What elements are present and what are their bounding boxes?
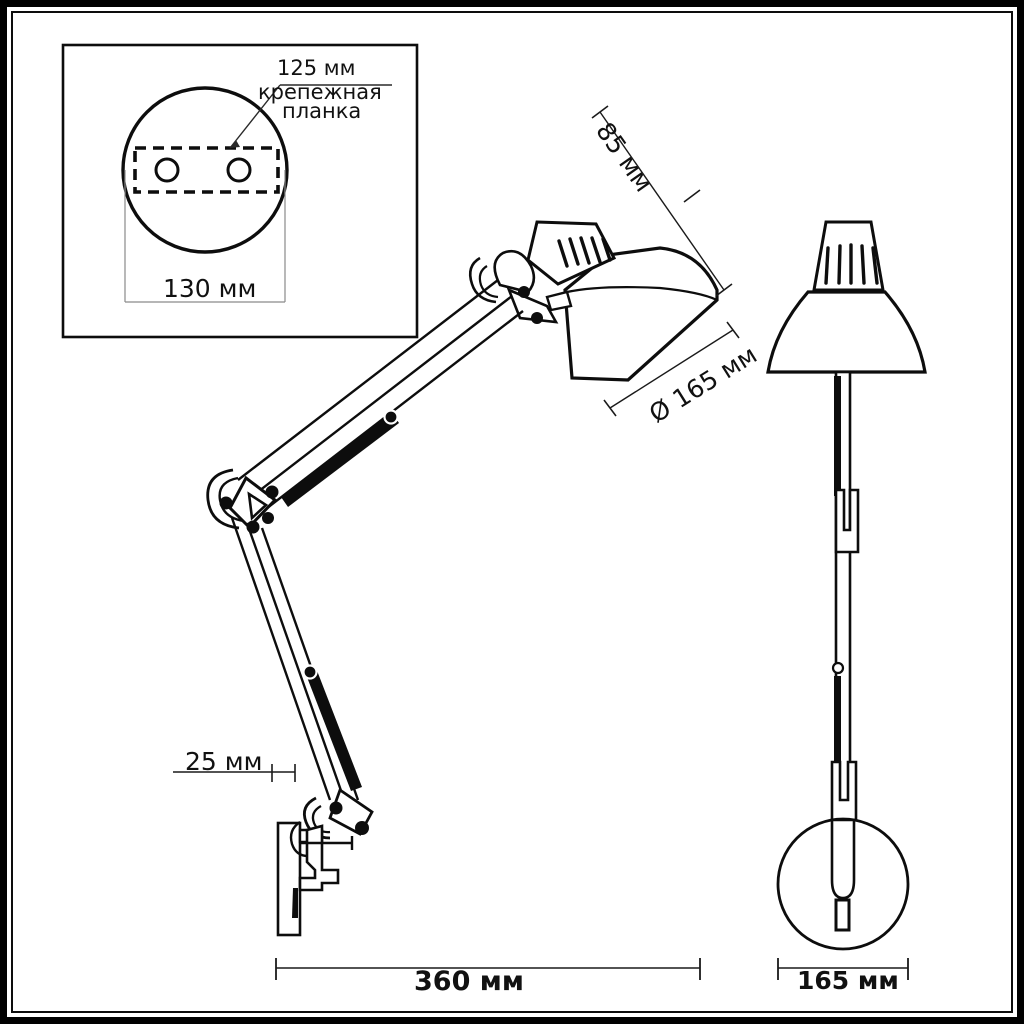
lamp-shade-body (563, 246, 719, 382)
elbow-bracket-cutout (247, 491, 269, 521)
elbow-spring-loop-outer (206, 468, 240, 530)
dim-85 (591, 105, 733, 297)
side-stem-shadow-upper (834, 376, 841, 496)
head-spring-loop-inner (478, 265, 499, 299)
upper-arm-spring-anchor (383, 409, 399, 425)
dim-85-line (599, 111, 725, 291)
base-spring-loop-inner (311, 804, 331, 834)
side-socket-housing (812, 220, 885, 292)
dim-25 (173, 764, 296, 782)
lower-arm-spring-anchor (302, 664, 318, 680)
side-base-neck (830, 818, 856, 900)
side-mid-bolt (831, 661, 845, 675)
lamp-shade-rim-highlight (566, 286, 718, 301)
label-dim-side-width: 165 мм (797, 966, 899, 995)
label-callout-plate-line1: крепежная (258, 80, 382, 104)
label-dim-360: 360 мм (414, 966, 524, 997)
side-lamp-shade (766, 290, 927, 374)
side-base-switch-slot (834, 898, 851, 932)
base-bolt-upper (329, 801, 343, 815)
elbow-bolt-left (219, 496, 233, 510)
dim-360 (275, 958, 701, 980)
dim-85-tick-end (715, 283, 733, 297)
lamp-side-view-group (766, 220, 927, 951)
dim-85-tick-mid (683, 189, 701, 203)
lower-arm-spring-bar (305, 668, 362, 791)
elbow-bolt-right (262, 512, 274, 524)
label-callout-125: 125 мм (277, 56, 356, 80)
label-dim-130: 130 мм (163, 274, 257, 303)
label-dim-25: 25 мм (185, 747, 263, 776)
side-stem-shadow-lower (834, 676, 841, 826)
head-pivot-bolt-upper (518, 286, 530, 298)
dim-165-width (777, 958, 909, 980)
head-spring-loop-outer (468, 256, 497, 304)
wall-bracket-body (298, 824, 340, 892)
side-mid-joint-bracket (834, 488, 860, 554)
elbow-spring-loop-inner (218, 476, 245, 523)
head-shade-link (545, 290, 573, 312)
dim-85-tick-start (591, 105, 609, 119)
label-callout-plate-line2: планка (282, 99, 362, 123)
dim-165-tick-start (603, 399, 617, 417)
wall-plate-circle (121, 86, 289, 254)
upper-arm-spring-bar (281, 413, 399, 507)
wall-plate-profile (276, 821, 302, 937)
head-joint-bracket (493, 249, 536, 294)
dim-165-line (609, 329, 734, 409)
callout-leader-line (229, 84, 281, 149)
lamp-vent-slots (557, 236, 612, 268)
mounting-plate-dashed-rect (133, 146, 280, 194)
side-vent-slots (824, 243, 879, 285)
callout-leader-arrow (230, 140, 240, 148)
dim-165-dia (603, 321, 740, 417)
wall-cable-loop (289, 821, 309, 858)
dim-165-tick-end (726, 321, 740, 339)
detail-inset-group (61, 43, 419, 339)
screw-hole-right (226, 157, 252, 183)
wall-plate-switch-mark (292, 888, 298, 918)
base-bolt-lower (355, 821, 369, 835)
head-pivot-bolt-lower (531, 312, 543, 324)
elbow-bolt-top (265, 485, 279, 499)
lamp-front-view-group (206, 220, 719, 937)
screw-hole-left (154, 157, 180, 183)
